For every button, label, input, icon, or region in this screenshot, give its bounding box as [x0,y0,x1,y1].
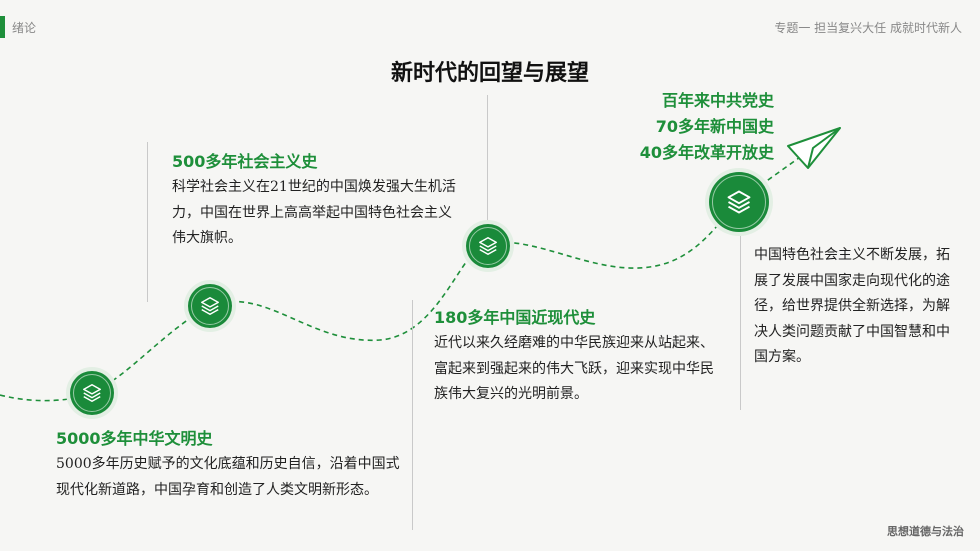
topic-label: 专题一 担当复兴大任 成就时代新人 [774,21,962,35]
connector-line [740,235,741,410]
footer-label: 思想道德与法治 [887,525,964,538]
milestone-text-1: 5000多年历史赋予的文化底蕴和历史自信，沿着中国式现代化新道路，中国孕育和创造… [56,456,400,498]
milestone-node-3 [466,224,510,268]
milestone-headings-4: 百年来中共党史 70多年新中国史 40多年改革开放史 [640,88,774,166]
page-title: 新时代的回望与展望 [390,61,589,86]
paper-plane-icon [787,127,841,169]
connector-line [487,95,488,225]
milestone-heading-2: 500多年社会主义史 [172,152,318,171]
milestone-heading-1: 5000多年中华文明史 [56,429,213,448]
chapter-label: 绪论 [12,21,37,35]
milestone-node-4 [709,172,769,232]
milestone-text-3: 近代以来久经磨难的中华民族迎来从站起来、富起来到强起来的伟大飞跃，迎来实现中华民… [434,335,714,402]
top-bar: 绪论 专题一 担当复兴大任 成就时代新人 [0,0,980,56]
dashed-path [0,149,811,402]
milestone-heading-4a: 百年来中共党史 [661,91,774,110]
milestone-heading-4c: 40多年改革开放史 [639,143,774,162]
milestone-heading-4b: 70多年新中国史 [655,117,774,136]
milestone-node-1 [70,371,114,415]
milestone-heading-3: 180多年中国近现代史 [434,308,596,327]
milestone-text-2: 科学社会主义在21世纪的中国焕发强大生机活力，中国在世界上高高举起中国特色社会主… [172,179,456,246]
milestone-text-4: 中国特色社会主义不断发展，拓展了发展中国家走向现代化的途径，给世界提供全新选择，… [754,247,950,365]
connector-line [147,142,148,302]
accent-bar [0,16,5,38]
milestone-node-2 [188,284,232,328]
connector-line [412,300,413,530]
